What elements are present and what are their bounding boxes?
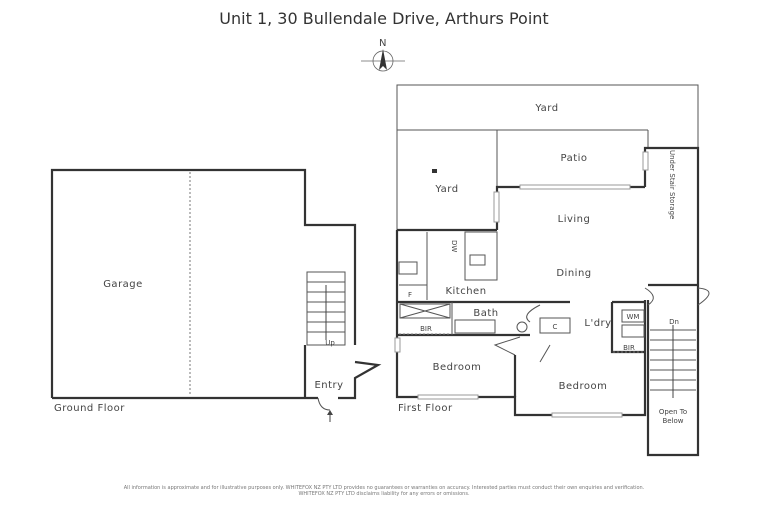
page-title: Unit 1, 30 Bullendale Drive, Arthurs Poi…	[219, 9, 549, 28]
north-arrow-icon: N	[361, 38, 405, 72]
bir-label: BIR	[420, 325, 432, 333]
yard-top-label: Yard	[534, 103, 558, 114]
kitchen-label: Kitchen	[445, 286, 486, 297]
bedroom-label: Bedroom	[433, 362, 482, 373]
disclaimer: All information is approximate and for i…	[123, 485, 645, 497]
wm-label: WM	[627, 313, 640, 321]
yard-label: Yard	[434, 184, 458, 195]
open-to-below-label: Open To Below	[659, 408, 687, 425]
patio-label: Patio	[560, 153, 587, 164]
garage-label: Garage	[103, 279, 143, 290]
cupboard-label: C	[553, 323, 558, 331]
laundry-label: L'dry	[584, 318, 611, 329]
ground-floor-label: Ground Floor	[54, 403, 125, 414]
bedroom-label-2: Bedroom	[559, 381, 608, 392]
under-stair-storage-label: Under Stair Storage	[668, 150, 676, 219]
compass-label: N	[379, 38, 387, 49]
bath-label: Bath	[473, 308, 498, 319]
dishwasher-label: DW	[450, 240, 458, 252]
living-label: Living	[558, 214, 591, 225]
first-floor-plan: Yard Patio Yard Under Stair Storage Livi…	[394, 84, 710, 457]
bir-label-2: BIR	[623, 344, 635, 352]
entry-label: Entry	[314, 380, 343, 391]
stair-up-label: Up	[325, 339, 335, 347]
dining-label: Dining	[556, 268, 591, 279]
fridge-label: F	[408, 291, 412, 299]
first-floor-label: First Floor	[398, 403, 453, 414]
stair-down-label: Dn	[669, 318, 679, 326]
ground-floor-plan: Garage Entry Up Ground Floor	[50, 168, 382, 422]
